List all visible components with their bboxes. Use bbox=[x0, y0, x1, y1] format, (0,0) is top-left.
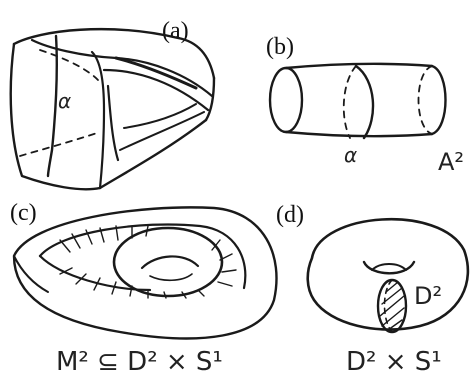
panel-d: (d) D² D² × S¹ bbox=[276, 202, 470, 377]
panel-a-alpha-label: α bbox=[58, 89, 71, 113]
panel-c-caption: M² ⊆ D² × S¹ bbox=[56, 347, 223, 377]
panel-d-label: (d) bbox=[276, 202, 304, 228]
panel-a-drawing bbox=[9, 28, 216, 191]
panel-d-caption: D² × S¹ bbox=[346, 347, 442, 377]
panel-b-label: (b) bbox=[266, 34, 294, 60]
panel-b-caption: A² bbox=[438, 148, 464, 176]
panel-c-drawing bbox=[12, 206, 278, 340]
panel-c: (c) bbox=[10, 200, 278, 377]
panel-a: (a) α bbox=[9, 18, 216, 191]
panel-b-drawing bbox=[268, 62, 447, 140]
panel-d-disc-label: D² bbox=[414, 282, 442, 310]
panel-c-label: (c) bbox=[10, 200, 37, 226]
panel-b: (b) α A² bbox=[266, 34, 464, 176]
panel-b-alpha-label: α bbox=[344, 143, 357, 167]
panel-d-drawing bbox=[306, 217, 470, 334]
